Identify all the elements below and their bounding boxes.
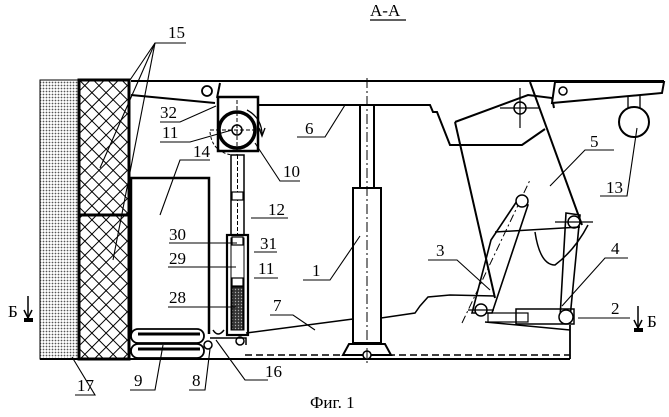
label-9: 9 (134, 371, 143, 390)
label-13: 13 (606, 178, 623, 197)
label-6: 6 (305, 119, 314, 138)
section-letter-right: Б (647, 312, 657, 331)
frame-6 (258, 104, 546, 146)
label-2: 2 (611, 299, 620, 318)
cabinet-14 (129, 176, 211, 334)
platform-7 (245, 318, 354, 334)
label-10: 10 (283, 162, 300, 181)
lever-8 (210, 337, 247, 345)
leaders (71, 42, 638, 396)
label-11-upper: 11 (162, 123, 178, 142)
piston-30 (231, 236, 244, 246)
section-marker-left (24, 318, 33, 322)
pivot-top-left (201, 85, 213, 97)
latch-16 (212, 329, 225, 335)
hose-9-bottom (130, 343, 205, 359)
label-29: 29 (169, 249, 186, 268)
insulation-15 (77, 78, 131, 361)
label-31: 31 (260, 234, 277, 253)
label-4: 4 (611, 239, 620, 258)
section-title: А-А (370, 1, 401, 20)
beam-right (550, 81, 666, 105)
label-15: 15 (168, 23, 185, 42)
label-1: 1 (312, 261, 321, 280)
crossbar-2 (515, 308, 575, 325)
lever-3 (470, 200, 530, 314)
roller-13 (618, 106, 650, 138)
cable-14-path (209, 131, 233, 156)
section-letter-left: Б (8, 302, 18, 321)
rotation-arrow (246, 109, 263, 136)
label-17: 17 (77, 376, 95, 395)
label-3: 3 (436, 241, 445, 260)
label-11-lower: 11 (258, 259, 274, 278)
label-14: 14 (193, 142, 211, 161)
hose-9-top (130, 328, 205, 344)
label-5: 5 (590, 132, 599, 151)
figure-caption: Фиг. 1 (310, 393, 355, 412)
wall-17 (39, 79, 79, 360)
label-30: 30 (169, 225, 186, 244)
label-8: 8 (192, 371, 201, 390)
label-28: 28 (169, 288, 186, 307)
label-7: 7 (273, 296, 282, 315)
section-marker-right (634, 328, 643, 332)
label-12: 12 (268, 200, 285, 219)
label-16: 16 (265, 362, 282, 381)
weight-28 (231, 286, 244, 331)
label-32: 32 (160, 103, 177, 122)
